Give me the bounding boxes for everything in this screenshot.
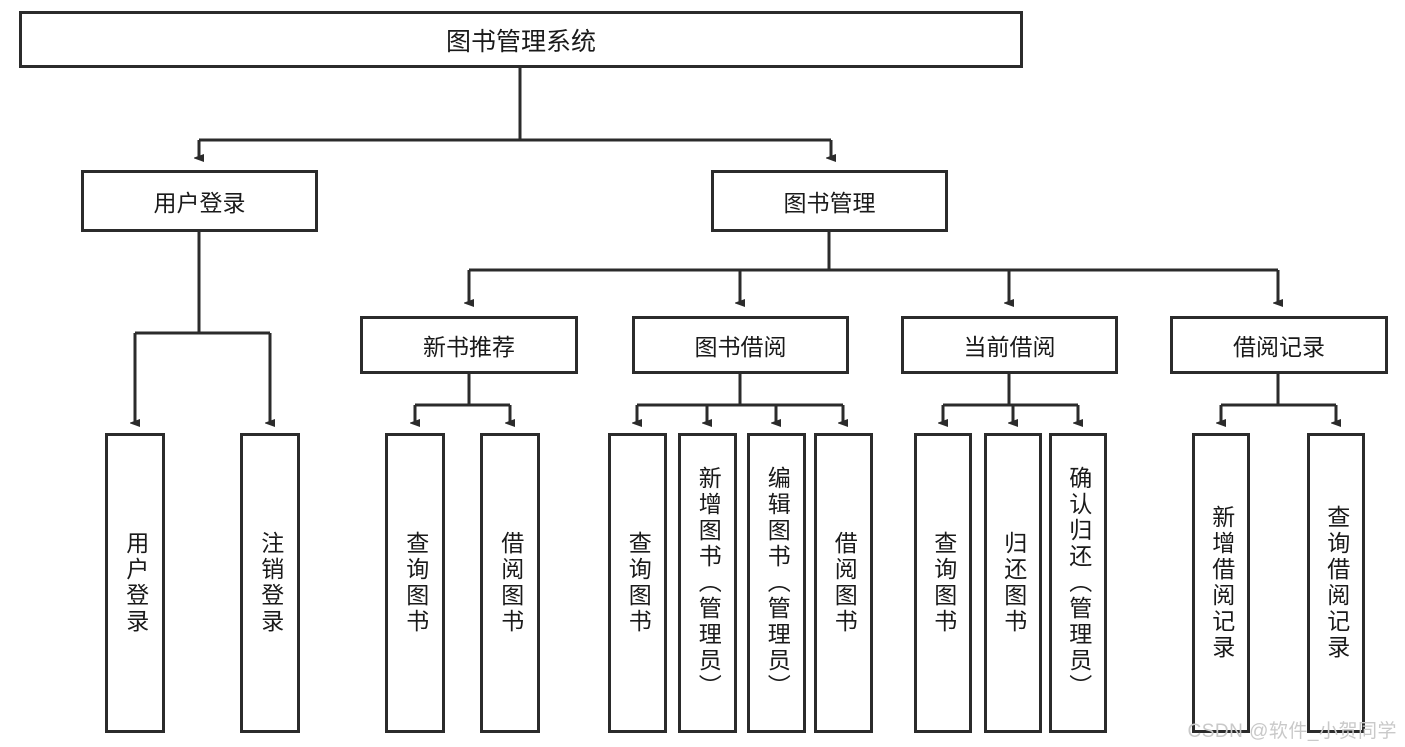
node-book-management-label: 图书管理 (783, 190, 876, 216)
leaf-label: 借阅图书 (831, 531, 858, 635)
node-current-borrow[interactable]: 当前借阅 (901, 316, 1118, 374)
node-borrow-record-label: 借阅记录 (1233, 334, 1325, 360)
leaf-label: 新增借阅记录 (1208, 505, 1235, 661)
leaf-label: 查询借阅记录 (1323, 505, 1350, 661)
leaf-current-return-book[interactable]: 归还图书 (984, 433, 1042, 733)
node-current-borrow-label: 当前借阅 (963, 334, 1056, 360)
leaf-borrow-query-book[interactable]: 查询图书 (608, 433, 667, 733)
node-book-management[interactable]: 图书管理 (711, 170, 948, 232)
node-user-login[interactable]: 用户登录 (81, 170, 318, 232)
leaf-recommend-query-book[interactable]: 查询图书 (385, 433, 445, 733)
node-borrow-record[interactable]: 借阅记录 (1170, 316, 1388, 374)
node-root[interactable]: 图书管理系统 (19, 11, 1023, 68)
leaf-user-login-signin[interactable]: 用户登录 (105, 433, 165, 733)
leaf-label: 查询图书 (625, 531, 652, 635)
watermark: CSDN @软件_小贺同学 (1187, 721, 1397, 742)
leaf-current-confirm-return-admin[interactable]: 确认归还（管理员） (1049, 433, 1107, 733)
leaf-borrow-add-book-admin[interactable]: 新增图书（管理员） (678, 433, 737, 733)
leaf-label: 查询图书 (930, 531, 957, 635)
node-new-book-recommend-label: 新书推荐 (423, 334, 515, 360)
leaf-recommend-borrow-book[interactable]: 借阅图书 (480, 433, 540, 733)
leaf-label: 新增图书（管理员） (695, 466, 722, 700)
node-new-book-recommend[interactable]: 新书推荐 (360, 316, 578, 374)
leaf-borrow-borrow-book[interactable]: 借阅图书 (814, 433, 873, 733)
leaf-current-query-book[interactable]: 查询图书 (914, 433, 972, 733)
leaf-record-query-record[interactable]: 查询借阅记录 (1307, 433, 1365, 733)
node-book-borrow[interactable]: 图书借阅 (632, 316, 849, 374)
leaf-record-add-record[interactable]: 新增借阅记录 (1192, 433, 1250, 733)
leaf-label: 归还图书 (1000, 531, 1027, 635)
leaf-label: 编辑图书（管理员） (764, 466, 791, 700)
leaf-label: 用户登录 (122, 531, 149, 635)
leaf-user-login-signout[interactable]: 注销登录 (240, 433, 300, 733)
node-book-borrow-label: 图书借阅 (694, 334, 787, 360)
node-root-label: 图书管理系统 (445, 27, 596, 56)
leaf-label: 确认归还（管理员） (1065, 466, 1092, 700)
leaf-label: 查询图书 (402, 531, 429, 635)
leaf-label: 注销登录 (257, 531, 284, 635)
leaf-borrow-edit-book-admin[interactable]: 编辑图书（管理员） (747, 433, 806, 733)
leaf-label: 借阅图书 (497, 531, 524, 635)
node-user-login-label: 用户登录 (153, 190, 246, 216)
